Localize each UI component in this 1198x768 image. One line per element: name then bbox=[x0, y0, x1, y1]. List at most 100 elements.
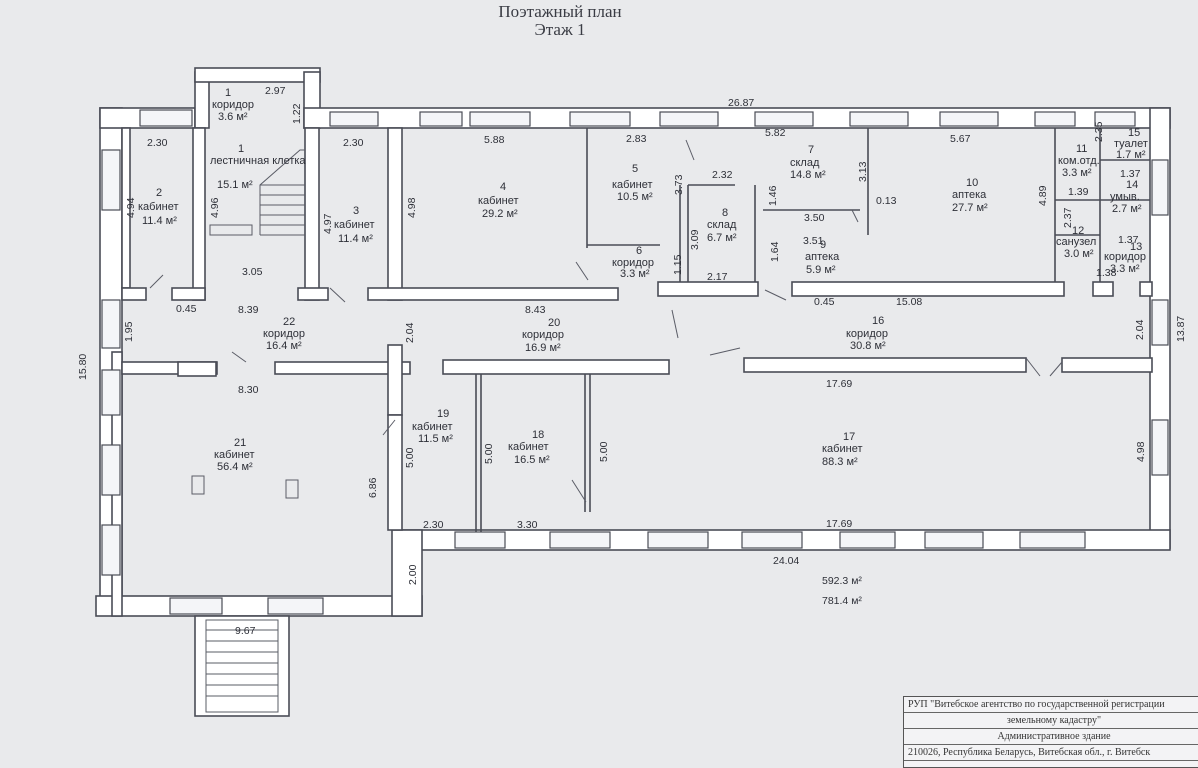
dimension-label: 4.94 bbox=[125, 197, 137, 218]
room-label: 3.6 м² bbox=[218, 111, 248, 123]
dimension-label: 4.98 bbox=[406, 197, 418, 218]
registration-stamp: РУП "Витебское агентство по государствен… bbox=[903, 696, 1198, 768]
room-label: 15 bbox=[1128, 127, 1140, 139]
room-label: аптека bbox=[805, 251, 840, 263]
room-label: 5 bbox=[632, 163, 638, 175]
plan-title: Поэтажный план bbox=[498, 2, 622, 21]
room-label: туалет bbox=[1114, 138, 1148, 150]
room-label: 11.4 м² bbox=[338, 233, 373, 245]
room-label: санузел bbox=[1056, 236, 1096, 248]
dimension-label: 26.87 bbox=[728, 97, 754, 109]
stamp-object: Административное здание bbox=[904, 729, 1198, 745]
room-label: 12 bbox=[1072, 225, 1084, 237]
dimension-label: 1.15 bbox=[672, 254, 684, 275]
dimension-label: 13.87 bbox=[1175, 316, 1187, 342]
room-label: коридор bbox=[1104, 251, 1146, 263]
dimension-label: 5.00 bbox=[483, 443, 495, 464]
dimension-label: 2.30 bbox=[343, 137, 364, 149]
dimension-label: 3.13 bbox=[857, 161, 869, 182]
dimension-label: 9.67 bbox=[235, 625, 256, 637]
dimension-label: 2.30 bbox=[423, 519, 444, 531]
dimension-label: 15.08 bbox=[896, 296, 922, 308]
dimension-label: 1.64 bbox=[769, 241, 781, 262]
dimension-label: 5.88 bbox=[484, 134, 505, 146]
room-label: 22 bbox=[283, 316, 295, 328]
room-label: 1 bbox=[225, 87, 231, 99]
room-label: кабинет bbox=[412, 421, 452, 433]
room-label: 6.7 м² bbox=[707, 232, 737, 244]
dimension-label: 3.73 bbox=[673, 174, 685, 195]
dimension-label: 1.38 bbox=[1096, 267, 1117, 279]
room-label: коридор bbox=[612, 257, 654, 269]
dimension-label: 5.00 bbox=[598, 441, 610, 462]
room-label: ком.отд. bbox=[1058, 155, 1100, 167]
dimension-label: 3.30 bbox=[517, 519, 538, 531]
interior-walls bbox=[121, 127, 1153, 532]
dimension-label: 2.17 bbox=[707, 271, 728, 283]
room-label: 11 bbox=[1076, 143, 1087, 155]
room-label: 29.2 м² bbox=[482, 208, 518, 220]
room-label: 14.8 м² bbox=[790, 169, 826, 181]
room-label: 16.5 м² bbox=[514, 454, 550, 466]
room-label: 16.4 м² bbox=[266, 340, 302, 352]
room-label: коридор bbox=[263, 328, 305, 340]
dimension-label: 2.32 bbox=[712, 169, 733, 181]
room-label: кабинет bbox=[822, 443, 862, 455]
room-label: 6 bbox=[636, 245, 642, 257]
dimension-label: 4.97 bbox=[322, 213, 334, 234]
room-label: коридор bbox=[212, 99, 254, 111]
room-label: 88.3 м² bbox=[822, 456, 858, 468]
dimension-label: 1.22 bbox=[291, 103, 303, 124]
room-label: 8 bbox=[722, 207, 728, 219]
room-label: 18 bbox=[532, 429, 544, 441]
dimension-label: 2.04 bbox=[1134, 319, 1146, 340]
room-label: 16 bbox=[872, 315, 884, 327]
dimension-label: 1.95 bbox=[123, 321, 135, 342]
dimension-label: 5.82 bbox=[765, 127, 786, 139]
dimension-label: 1.37 bbox=[1120, 168, 1141, 180]
room-label: коридор bbox=[846, 328, 888, 340]
dimension-label: 1.39 bbox=[1068, 186, 1089, 198]
room-label: 3 bbox=[353, 205, 359, 217]
stair-flight bbox=[209, 149, 305, 236]
stamp-org-line2: земельному кадастру" bbox=[904, 713, 1198, 729]
entrance-stairs bbox=[194, 615, 290, 717]
dimension-label: 2.30 bbox=[147, 137, 168, 149]
dimension-label: 5.00 bbox=[404, 447, 416, 468]
room-label: 3.3 м² bbox=[1110, 263, 1140, 275]
room-label: 5.9 м² bbox=[806, 264, 836, 276]
dimension-label: 1.37 bbox=[1118, 234, 1139, 246]
room-label: 17 bbox=[843, 431, 855, 443]
dimension-label: 17.69 bbox=[826, 378, 852, 390]
room-label: 3.3 м² bbox=[1062, 167, 1092, 179]
room-label: склад bbox=[707, 219, 737, 231]
dimension-label: 2.37 bbox=[1062, 207, 1074, 228]
windows bbox=[101, 109, 1169, 615]
room-label: 21 bbox=[234, 437, 246, 449]
room-label: 4 bbox=[500, 181, 506, 193]
room-label: 10 bbox=[966, 177, 978, 189]
dimension-label: 15.80 bbox=[77, 354, 89, 380]
room-label: 3.0 м² bbox=[1064, 248, 1094, 260]
room-labels: 1 коридор 3.6 м² 1 лестничная клетка 15.… bbox=[138, 87, 1148, 473]
dimension-label: 8.43 bbox=[525, 304, 546, 316]
dimension-label: 0.13 bbox=[876, 195, 897, 207]
room-label: 15.1 м² bbox=[217, 179, 253, 191]
dimension-label: 4.98 bbox=[1135, 441, 1147, 462]
room-label: кабинет bbox=[612, 179, 652, 191]
room-label: 19 bbox=[437, 408, 449, 420]
dimension-label: 2.83 bbox=[626, 133, 647, 145]
dimension-label: 2.04 bbox=[404, 322, 416, 343]
dimension-label: 0.45 bbox=[814, 296, 835, 308]
stamp-org-line1: РУП "Витебское агентство по государствен… bbox=[904, 697, 1198, 713]
room-label: 2 bbox=[156, 187, 162, 199]
room-label: аптека bbox=[952, 189, 987, 201]
room-label: 13 bbox=[1130, 241, 1142, 253]
room-label: умыв. bbox=[1110, 191, 1140, 203]
room-label: 16.9 м² bbox=[525, 342, 561, 354]
room-label: 11.5 м² bbox=[418, 433, 453, 445]
room-label: 9 bbox=[820, 239, 826, 251]
room-label: коридор bbox=[522, 329, 564, 341]
room-label: кабинет bbox=[334, 219, 374, 231]
dimension-label: 0.45 bbox=[176, 303, 197, 315]
